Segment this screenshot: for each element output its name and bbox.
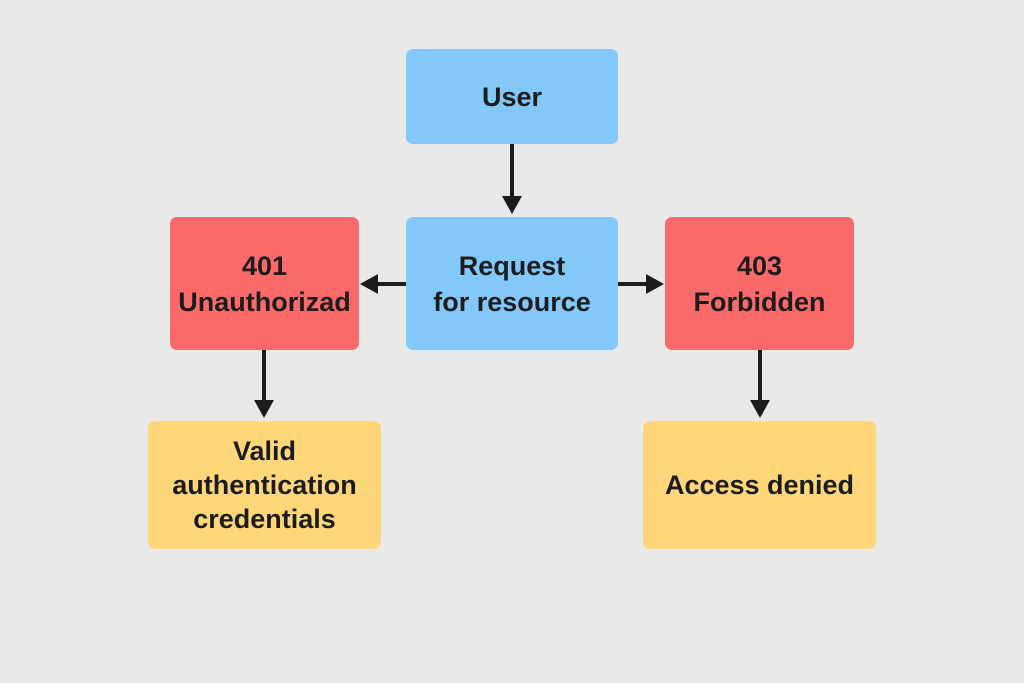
node-403-text: Forbidden — [693, 286, 826, 317]
node-valid-line-1: Valid — [232, 436, 297, 466]
node-access-denied-label: Access denied — [664, 470, 855, 500]
node-valid-line-3: credentials — [193, 504, 336, 534]
node-access-denied: Access denied — [643, 421, 876, 549]
arrowhead-request-to-403 — [646, 274, 664, 294]
node-user-label: User — [481, 81, 543, 112]
node-401-text: Unauthorizad — [178, 286, 351, 317]
arrowhead-401-to-valid — [254, 400, 274, 418]
arrowhead-user-to-request — [502, 196, 522, 214]
node-401-code: 401 — [241, 250, 288, 281]
node-request-for-resource: Request for resource — [406, 217, 618, 350]
arrowhead-403-to-denied — [750, 400, 770, 418]
node-request-line-1: Request — [458, 250, 566, 281]
node-403-code: 403 — [736, 250, 783, 281]
arrowhead-request-to-401 — [360, 274, 378, 294]
node-valid-line-2: authentication — [172, 470, 357, 500]
node-401-unauthorized: 401 Unauthorizad — [170, 217, 359, 350]
node-request-line-2: for resource — [433, 286, 591, 317]
node-403-forbidden: 403 Forbidden — [665, 217, 854, 350]
node-valid-authentication-credentials: Valid authentication credentials — [148, 421, 381, 549]
node-user: User — [406, 49, 618, 144]
